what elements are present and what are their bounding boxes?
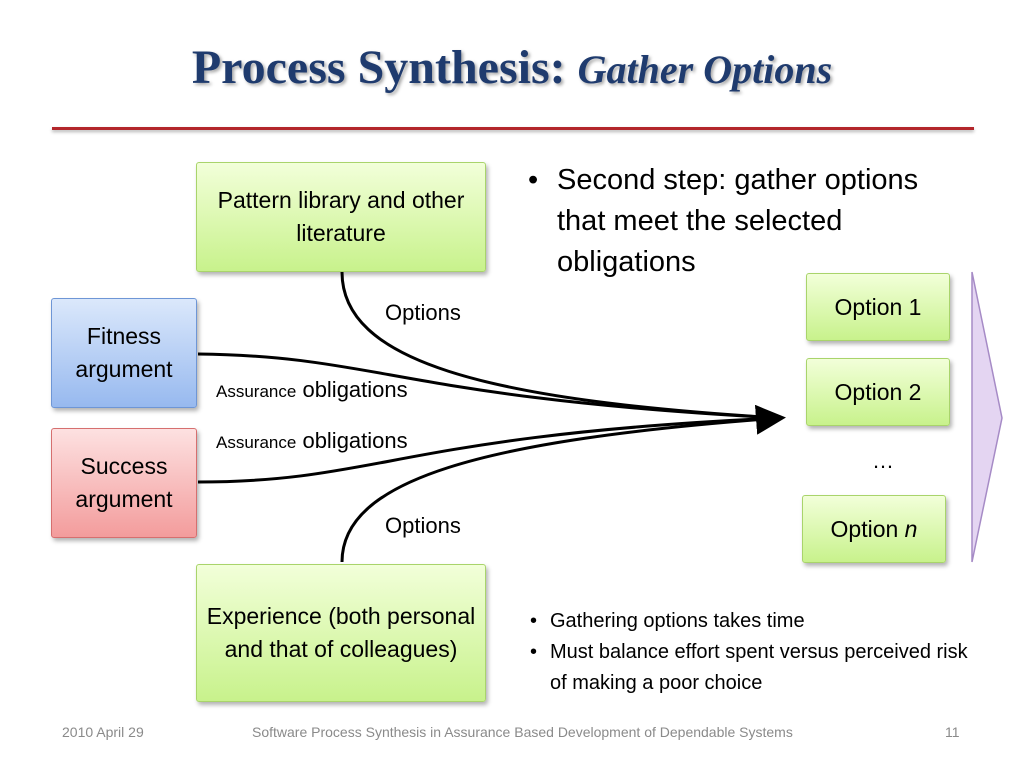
notes-bullet-text: Gathering options takes time (550, 610, 805, 632)
option-n-variable: n (904, 515, 918, 542)
experience-label: Experience (both personal and that of co… (206, 603, 476, 662)
bullet-glyph: • (530, 610, 538, 632)
assurance-obligations-label-1: Assurance obligations (216, 377, 408, 403)
options-label-bottom: Options (385, 513, 461, 538)
obligations-word-2: obligations (302, 428, 408, 453)
option-1-label: Option 1 (834, 293, 922, 320)
connector-success (197, 416, 781, 484)
connector-fitness (197, 352, 781, 420)
connector-pattern-library (340, 271, 781, 420)
pattern-library-box: Pattern library and other literature (196, 162, 486, 272)
assurance-word-2: Assurance (216, 433, 297, 452)
fitness-argument-label: Fitness argument (75, 323, 173, 382)
main-bullet-text: Second step: gather options that meet th… (557, 164, 919, 278)
footer-date: 2010 April 29 (62, 724, 144, 740)
notes-bullet-text: Must balance effort spent versus perceiv… (550, 641, 968, 694)
bullet-glyph: • (530, 641, 538, 663)
connector-experience (340, 404, 786, 563)
notes-bullet-item: • Must balance effort spent versus perce… (530, 637, 970, 699)
title-main: Process Synthesis: (191, 41, 566, 94)
title-sub: Gather Options (577, 47, 833, 92)
obligations-word-1: obligations (302, 377, 408, 402)
options-ellipsis: … (872, 448, 894, 473)
bullet-glyph: • (528, 164, 539, 196)
title-divider (52, 127, 974, 130)
options-chevron (971, 271, 1003, 563)
notes-bullet-item: • Gathering options takes time (530, 606, 970, 637)
success-argument-label: Success argument (75, 453, 173, 512)
assurance-obligations-label-2: Assurance obligations (216, 428, 408, 454)
option-n-prefix: Option (830, 515, 899, 542)
footer-page-number: 11 (945, 724, 960, 740)
option-n-box: Option n (802, 495, 946, 563)
option-n-label: Option n (831, 513, 918, 546)
experience-box: Experience (both personal and that of co… (196, 564, 486, 702)
fitness-argument-box: Fitness argument (51, 298, 197, 408)
main-bullet-item: • Second step: gather options that meet … (528, 160, 968, 283)
assurance-word-1: Assurance (216, 382, 297, 401)
main-bullet-list: • Second step: gather options that meet … (528, 160, 968, 283)
success-argument-box: Success argument (51, 428, 197, 538)
options-label-top: Options (385, 300, 461, 325)
option-2-label: Option 2 (834, 378, 922, 405)
slide-title: Process Synthesis: Gather Options (0, 38, 1024, 100)
footer-title: Software Process Synthesis in Assurance … (252, 724, 793, 740)
option-1-box: Option 1 (806, 273, 950, 341)
option-2-box: Option 2 (806, 358, 950, 426)
pattern-library-label: Pattern library and other literature (217, 187, 465, 246)
notes-bullet-list: • Gathering options takes time • Must ba… (530, 606, 970, 699)
